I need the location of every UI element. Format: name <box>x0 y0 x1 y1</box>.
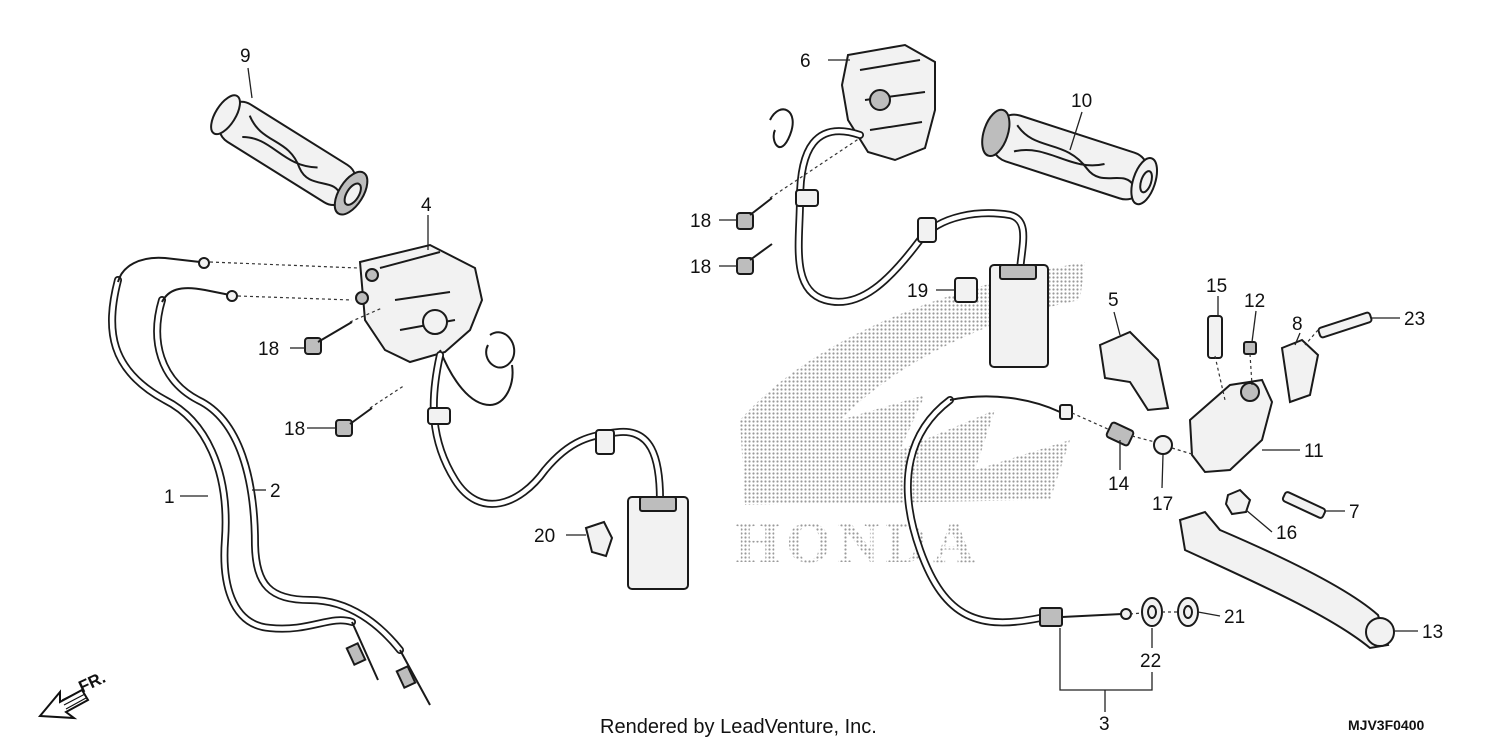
clutch-lever-assembly <box>1098 311 1395 650</box>
callout-2: 2 <box>270 481 281 502</box>
callout-20: 20 <box>534 526 555 547</box>
callout-1: 1 <box>164 487 175 508</box>
bolt-part-23 <box>1317 311 1373 339</box>
front-arrow-icon <box>37 688 90 720</box>
callout-9: 9 <box>240 46 251 67</box>
connector-clip-20 <box>584 520 614 558</box>
callout-15: 15 <box>1206 276 1227 297</box>
alignment-lines <box>209 137 1319 615</box>
adjuster-part-14 <box>1105 421 1135 447</box>
nut-part-12 <box>1243 341 1257 355</box>
throttle-cables-part <box>108 256 431 706</box>
callout-8: 8 <box>1292 314 1303 335</box>
callout-4: 4 <box>421 195 432 216</box>
nut-part-16 <box>1224 488 1252 516</box>
callout-23: 23 <box>1404 309 1425 330</box>
callout-14: 14 <box>1108 474 1130 495</box>
callout-18b: 18 <box>284 419 305 440</box>
connector-clip-19 <box>954 277 978 303</box>
lever-cover-part-5 <box>1098 330 1170 412</box>
left-switch-harness <box>427 351 689 590</box>
pivot-bolt-part-15 <box>1207 315 1223 359</box>
callout-18c: 18 <box>690 211 711 232</box>
callout-labels: 9 4 6 10 18 18 18 18 19 20 1 2 5 15 12 8… <box>164 46 1443 735</box>
left-grip-part <box>210 94 369 216</box>
bracket-clamp-part-8 <box>1280 338 1320 404</box>
diagram-code: MJV3F0400 <box>1348 717 1424 733</box>
leader-lines <box>180 59 1418 712</box>
pin-part-7 <box>1281 491 1327 519</box>
clutch-cable-part <box>903 395 1132 627</box>
callout-18a: 18 <box>258 339 279 360</box>
right-switch-housing-part <box>769 43 936 162</box>
right-grip-part <box>981 108 1159 206</box>
callout-18d: 18 <box>690 257 711 278</box>
left-switch-housing-part <box>355 243 516 407</box>
front-direction-indicator: FR. <box>37 668 109 720</box>
callout-21: 21 <box>1224 607 1245 628</box>
callout-5: 5 <box>1108 290 1119 311</box>
callout-12: 12 <box>1244 291 1265 312</box>
callout-6: 6 <box>800 51 811 72</box>
callout-10: 10 <box>1071 91 1092 112</box>
callout-19: 19 <box>907 281 928 302</box>
locknut-part-17 <box>1153 435 1173 455</box>
callout-22: 22 <box>1140 651 1161 672</box>
callout-7: 7 <box>1349 502 1360 523</box>
honda-watermark-text: HONDA <box>735 510 981 575</box>
screws-part-18 <box>304 197 773 437</box>
callout-16: 16 <box>1276 523 1297 544</box>
callout-13: 13 <box>1422 622 1443 643</box>
footer-credit: Rendered by LeadVenture, Inc. <box>600 716 877 738</box>
callout-11: 11 <box>1304 441 1324 462</box>
lever-bracket-part-11 <box>1188 378 1274 474</box>
callout-17: 17 <box>1152 494 1173 515</box>
clutch-lever-part-13 <box>1178 510 1390 650</box>
callout-3: 3 <box>1099 714 1110 735</box>
